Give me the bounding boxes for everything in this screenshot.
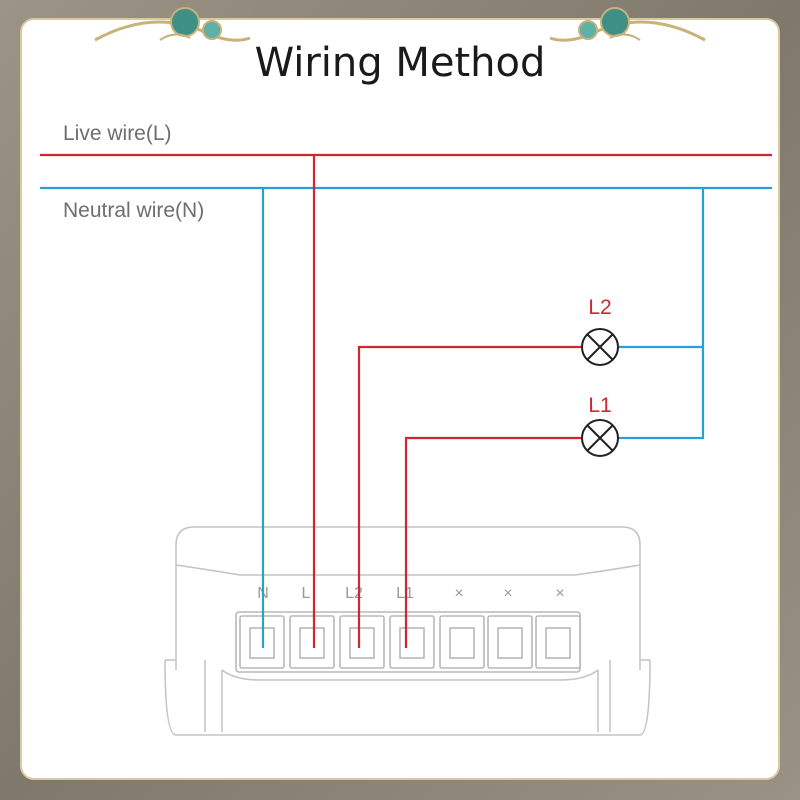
page-title: Wiring Method	[255, 40, 546, 86]
terminal-label-l2: L2	[345, 585, 363, 602]
terminal-l	[289, 615, 335, 669]
lamp-label-l1: L1	[588, 394, 611, 417]
terminal-label-unused-1: ×	[454, 585, 463, 602]
terminal-label-l: L	[302, 585, 311, 602]
lamp-label-l2: L2	[588, 296, 611, 319]
terminal-unused-1	[439, 615, 485, 669]
lamp-icon	[581, 328, 619, 366]
l1-lamp-neutral-wire	[618, 188, 705, 440]
l2-terminal-wire	[357, 345, 582, 648]
ornament-left-icon	[94, 7, 251, 42]
neutral-wire-label: Neutral wire(N)	[63, 199, 204, 222]
lamp-icon	[581, 419, 619, 457]
terminal-unused-2	[487, 615, 533, 669]
terminal-label-unused-2: ×	[503, 585, 512, 602]
live-wire-label: Live wire(L)	[63, 122, 172, 145]
ornament-right-icon	[549, 7, 706, 42]
terminal-l2	[339, 615, 385, 669]
terminal-l1	[389, 615, 435, 669]
terminal-label-unused-3: ×	[555, 585, 564, 602]
l1-terminal-wire	[404, 436, 582, 648]
terminal-unused-3	[535, 615, 581, 669]
